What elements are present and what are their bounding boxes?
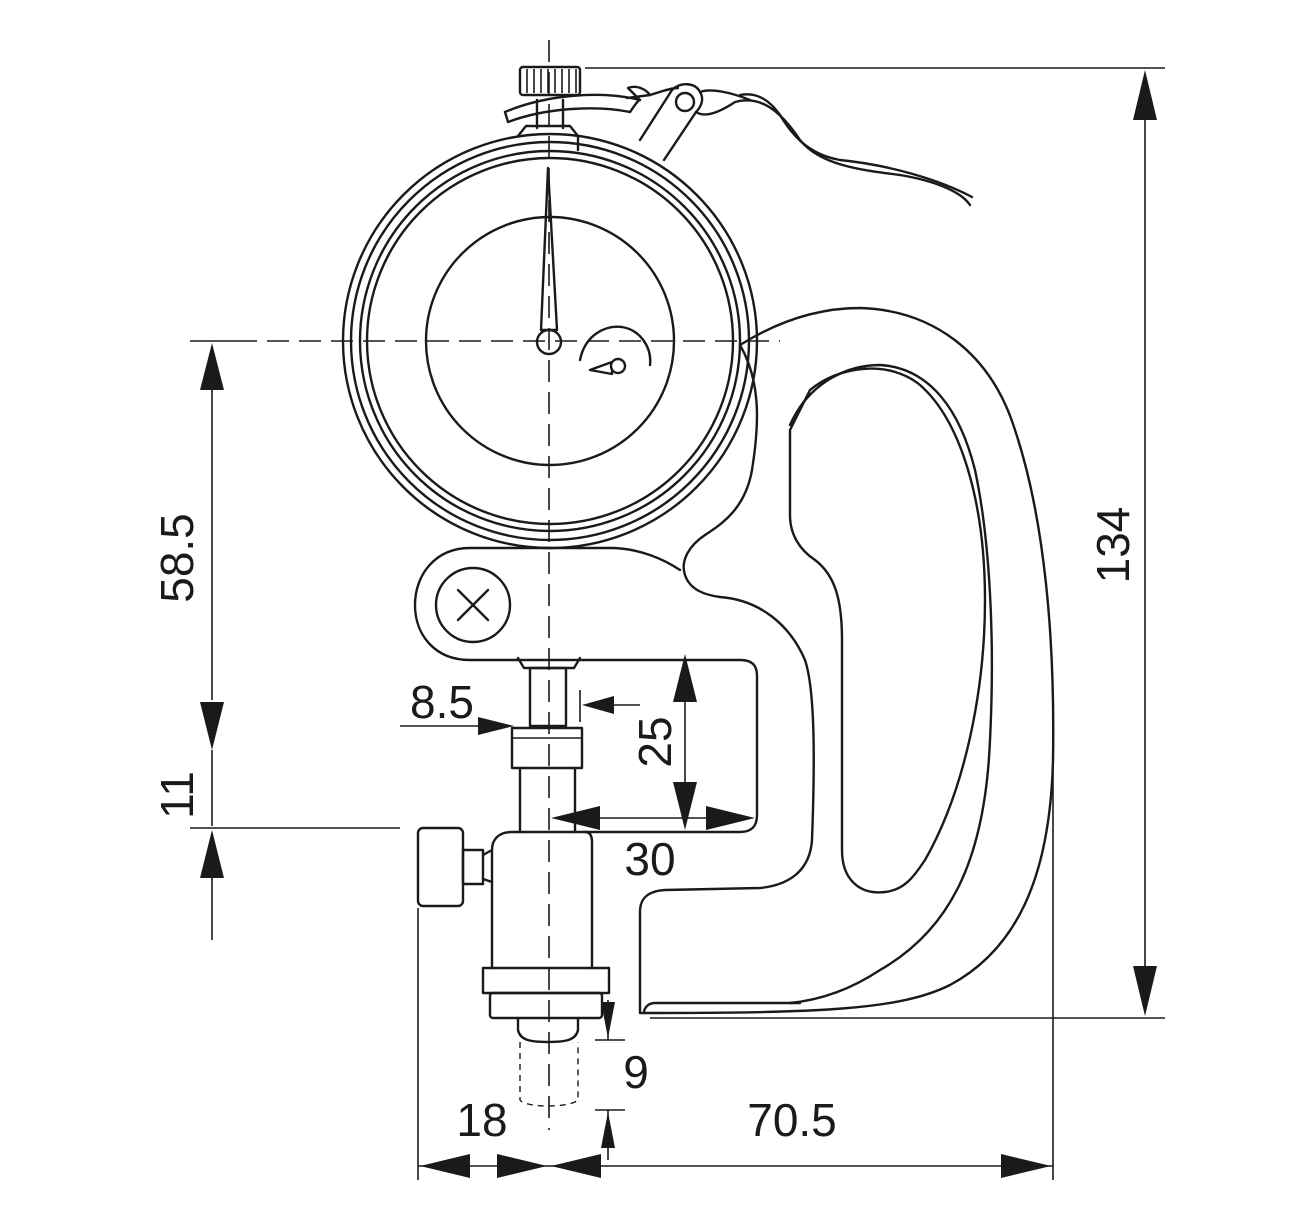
- clamp-screw: [434, 566, 512, 644]
- spindle: [510, 656, 584, 834]
- spindle-collar: [510, 726, 584, 770]
- dim-left-offset: 18: [456, 1094, 507, 1146]
- dim-travel-below: 9: [623, 1046, 649, 1098]
- dim-anvil-height: 11: [151, 771, 203, 819]
- stem-and-lever: [503, 65, 974, 207]
- clamp-knob: [416, 826, 465, 908]
- top-knob: [518, 65, 582, 97]
- dim-frame-depth: 70.5: [747, 1094, 837, 1146]
- dim-dial-center-height: 58.5: [151, 513, 203, 603]
- dim-measuring-range: 25: [629, 716, 681, 767]
- anvil-flange: [481, 966, 611, 995]
- anvil-holder: [416, 826, 611, 1107]
- dim-overall-height: 134: [1087, 507, 1139, 584]
- dial-bracket: [413, 546, 742, 662]
- lift-lever: [626, 85, 652, 114]
- dim-spindle-diameter: 8.5: [410, 676, 474, 728]
- dimension-lines: [190, 67, 1165, 1180]
- c-frame: [583, 306, 1055, 1015]
- dimension-labels: 134 58.5 11 8.5 25 30 9 18 70.5: [151, 507, 1139, 1146]
- center-lines: [235, 40, 780, 1130]
- revolution-counter: [578, 325, 652, 367]
- dim-throat-depth: 30: [624, 833, 675, 885]
